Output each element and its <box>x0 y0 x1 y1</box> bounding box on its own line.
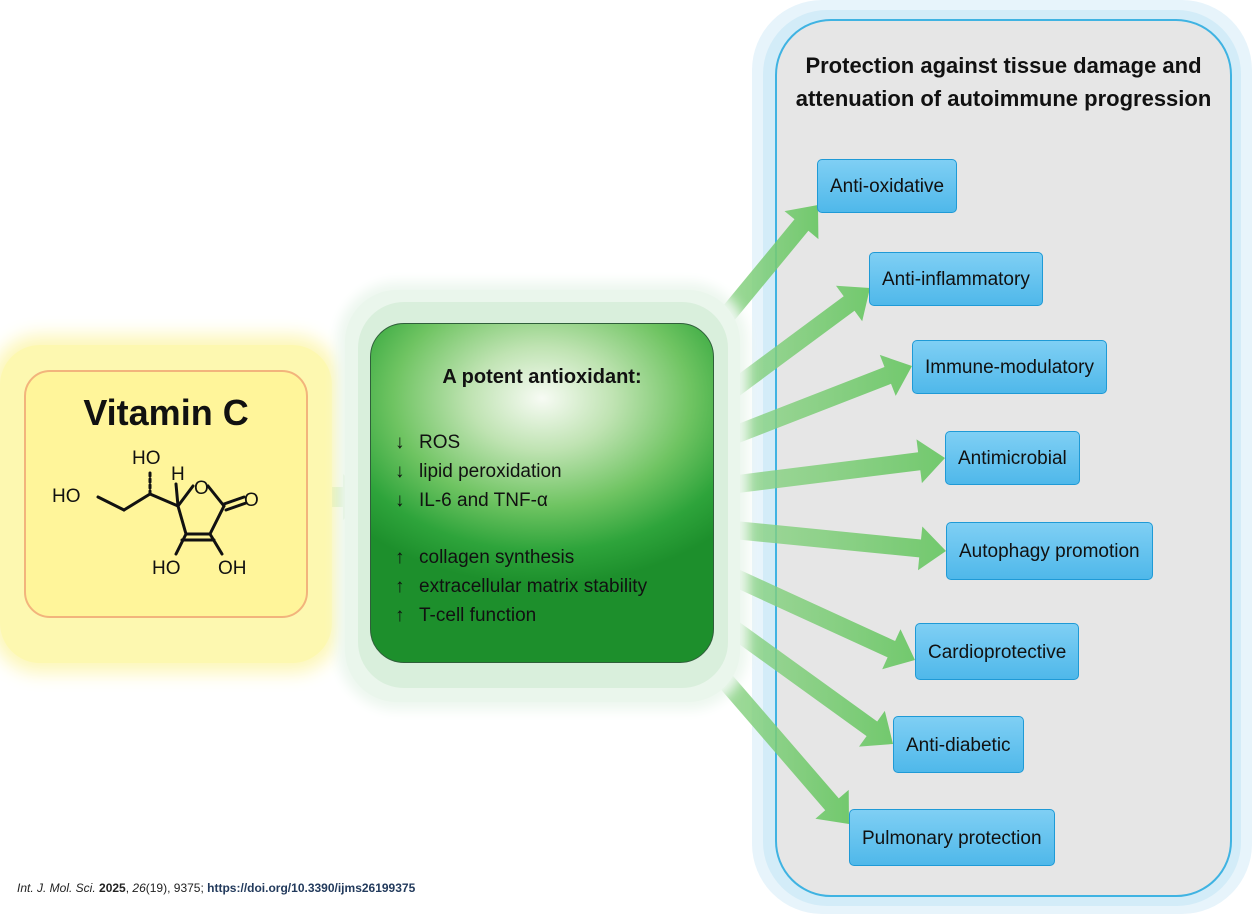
citation-issue-pages: (19), 9375; <box>145 881 204 895</box>
citation: Int. J. Mol. Sci. 2025, 26(19), 9375; ht… <box>17 881 416 895</box>
effect-autophagy-promotion: Autophagy promotion <box>946 522 1153 580</box>
oh-bottom-label: OH <box>218 558 247 579</box>
ho-bottom-label: HO <box>152 558 181 579</box>
list-item-text: extracellular matrix stability <box>419 576 648 597</box>
citation-volume: 26 <box>132 881 146 895</box>
effect-arrow-2 <box>706 285 870 413</box>
citation-journal: Int. J. Mol. Sci. <box>17 881 96 895</box>
antioxidant-effects-list: ↓ ROS ↓ lipid peroxidation ↓ IL-6 and TNF-α… <box>395 428 647 630</box>
effect-pulmonary-protection: Pulmonary protection <box>849 809 1055 866</box>
list-item: ↑ collagen synthesis <box>395 543 647 572</box>
list-spacer <box>395 515 647 543</box>
list-item-text: ROS <box>419 432 461 453</box>
list-item-text: lipid peroxidation <box>419 461 562 482</box>
citation-doi-link[interactable]: https://doi.org/10.3390/ijms26199375 <box>207 881 416 895</box>
vitamin-c-box: Vitamin C HO H HO <box>24 370 308 618</box>
list-item-text: T-cell function <box>419 605 537 626</box>
up-arrow-icon: ↑ <box>395 605 405 626</box>
effect-arrow-6 <box>708 558 915 670</box>
h-label: H <box>171 464 185 485</box>
carbonyl-oxygen-label: O <box>244 490 259 511</box>
ho-left-label: HO <box>52 486 81 507</box>
list-item: ↑ extracellular matrix stability <box>395 572 647 601</box>
vitamin-title: Vitamin C <box>83 392 249 433</box>
effect-arrow-4 <box>712 439 945 496</box>
effect-anti-inflammatory: Anti-inflammatory <box>869 252 1043 306</box>
up-arrow-icon: ↑ <box>395 576 405 597</box>
ho-top-label: HO <box>132 448 161 469</box>
ascorbic-acid-structure-icon: HO H HO O O HO OH <box>52 448 259 579</box>
antioxidant-box: A potent antioxidant: ↓ ROS ↓ lipid peroxi… <box>370 323 714 663</box>
effect-arrow-8 <box>690 642 849 824</box>
effect-arrow-7 <box>704 604 893 747</box>
list-item: ↓ IL-6 and TNF-α <box>395 486 647 515</box>
effect-anti-oxidative: Anti-oxidative <box>817 159 958 213</box>
outcome-title: Protection against tissue damage and att… <box>795 53 1212 111</box>
effect-cardioprotective: Cardioprotective <box>915 623 1080 680</box>
effect-anti-diabetic: Anti-diabetic <box>893 716 1024 773</box>
up-arrow-icon: ↑ <box>395 547 405 568</box>
down-arrow-icon: ↓ <box>395 490 405 511</box>
down-arrow-icon: ↓ <box>395 461 405 482</box>
effect-arrow-3 <box>710 354 912 452</box>
down-arrow-icon: ↓ <box>395 432 405 453</box>
effect-arrow-5 <box>713 519 946 571</box>
list-item: ↑ T-cell function <box>395 601 647 630</box>
effect-antimicrobial: Antimicrobial <box>945 431 1080 485</box>
list-item: ↓ lipid peroxidation <box>395 457 647 486</box>
list-item-text: collagen synthesis <box>419 547 575 568</box>
list-item: ↓ ROS <box>395 428 647 457</box>
list-item-text: IL-6 and TNF-α <box>419 490 548 511</box>
antioxidant-title: A potent antioxidant: <box>442 366 642 388</box>
citation-year: 2025 <box>99 881 126 895</box>
effect-immune-modulatory: Immune-modulatory <box>912 340 1107 394</box>
ring-oxygen-label: O <box>194 478 209 499</box>
